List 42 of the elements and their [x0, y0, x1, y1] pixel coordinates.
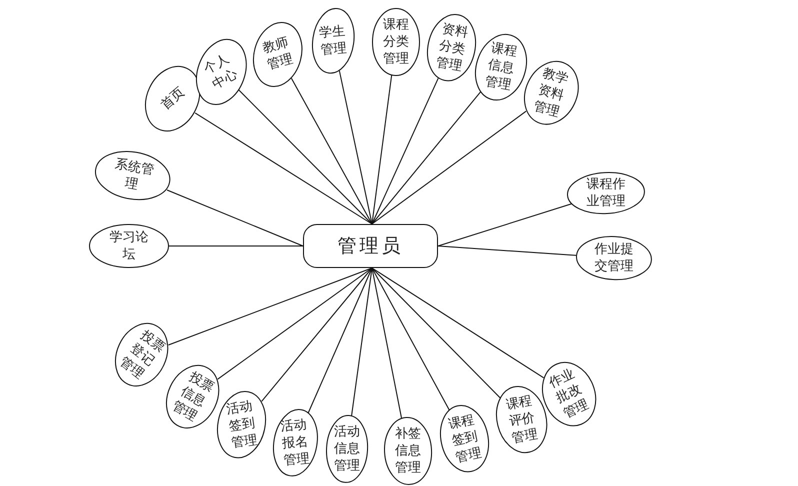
ellipse-node: 首页 — [145, 66, 201, 132]
ellipse-node: 活动信息管理 — [326, 415, 368, 483]
connector-line — [238, 89, 372, 224]
ellipse-node: 作业批改管理 — [542, 362, 596, 426]
ellipse-node: 作业提交管理 — [576, 236, 652, 280]
connector-line — [351, 268, 372, 416]
connector-line — [372, 74, 392, 224]
connector-line — [166, 190, 304, 246]
connector-line — [372, 78, 439, 224]
connector-line — [290, 78, 372, 224]
rounded-box: 管理员 — [303, 224, 438, 268]
connector-line — [168, 268, 372, 346]
ellipse-node: 学习论坛 — [89, 224, 169, 268]
ellipse-node: 课程作业管理 — [567, 172, 645, 214]
connector-line — [261, 268, 372, 402]
ellipse-node: 活动签到管理 — [217, 391, 266, 459]
ellipse-node: 课程分类管理 — [372, 8, 420, 76]
ellipse-node: 资料分类管理 — [427, 14, 476, 82]
ellipse-node: 学生管理 — [312, 8, 354, 74]
ellipse-node: 投票信息管理 — [166, 365, 220, 429]
connector-line — [217, 268, 372, 380]
connector-line — [438, 203, 572, 246]
connector-line — [308, 268, 372, 414]
ellipse-node: 个人中心 — [196, 39, 246, 105]
ellipse-node: 补签信息管理 — [384, 417, 432, 485]
connector-line — [438, 246, 577, 256]
connector-line — [372, 110, 527, 224]
ellipse-node: 投票登记管理 — [115, 323, 169, 387]
connector-line — [372, 268, 402, 418]
connector-line — [372, 268, 544, 378]
ellipse-node: 课程评价管理 — [496, 386, 548, 454]
connector-line — [372, 268, 501, 399]
ellipse-node: 教师管理 — [253, 22, 303, 86]
connector-line — [338, 70, 372, 224]
ellipse-node: 课程信息管理 — [475, 34, 527, 100]
connector-line — [194, 112, 372, 224]
ellipse-node: 系统管理 — [95, 151, 171, 201]
ellipse-node: 活动报名管理 — [272, 409, 318, 477]
ellipse-node: 教学资料管理 — [524, 61, 578, 125]
ellipse-node: 课程签到管理 — [440, 405, 490, 473]
connector-line — [372, 268, 450, 411]
connector-line — [372, 91, 481, 224]
